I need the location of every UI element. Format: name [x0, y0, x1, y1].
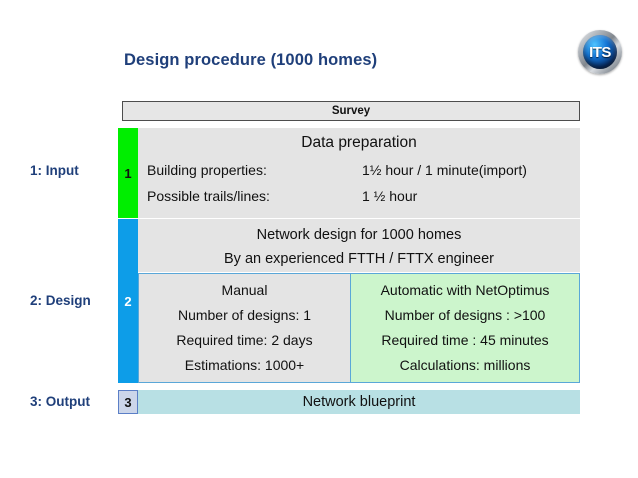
column-line: Number of designs : >100 [384, 307, 546, 323]
column-line: Estimations: 1000+ [184, 357, 305, 373]
input-heading: Data preparation [301, 134, 417, 151]
column-line: Calculations: millions [399, 357, 531, 373]
column-line: Required time: 2 days [176, 332, 313, 348]
survey-header-bar: Survey [122, 101, 580, 121]
logo-text: ITS [589, 43, 611, 61]
input-row-value: 1½ hour / 1 minute(import) [362, 162, 527, 178]
column-title: Manual [221, 282, 268, 298]
design-header-line: Network design for 1000 homes [256, 227, 462, 243]
input-row-key: Building properties: [147, 162, 267, 178]
comparison-column-manual: Manual Number of designs: 1 Required tim… [138, 273, 350, 383]
its-logo: ITS [578, 30, 622, 74]
stage-label-design: 2: Design [30, 293, 91, 308]
page-title: Design procedure (1000 homes) [124, 51, 378, 69]
design-header-line: By an experienced FTTH / FTTX engineer [224, 251, 494, 267]
design-comparison: Manual Number of designs: 1 Required tim… [138, 273, 580, 383]
stage-label-input: 1: Input [30, 163, 79, 178]
input-panel: Data preparation Building properties: 1½… [138, 128, 580, 218]
output-panel: Network blueprint [138, 390, 580, 414]
column-title: Automatic with NetOptimus [380, 282, 550, 298]
comparison-column-netoptimus: Automatic with NetOptimus Number of desi… [350, 273, 580, 383]
output-label: Network blueprint [302, 394, 416, 410]
input-row: Building properties: 1½ hour / 1 minute(… [138, 162, 580, 188]
logo-sphere-icon [583, 35, 617, 69]
marker-chip-2: 2 [118, 219, 138, 383]
survey-label: Survey [331, 105, 371, 117]
input-row-value: 1 ½ hour [362, 188, 418, 204]
design-header-panel: Network design for 1000 homes By an expe… [138, 219, 580, 272]
stage-label-output: 3: Output [30, 394, 90, 409]
column-line: Required time : 45 minutes [381, 332, 549, 348]
marker-chip-1: 1 [118, 128, 138, 218]
input-row: Possible trails/lines: 1 ½ hour [138, 188, 580, 214]
column-line: Number of designs: 1 [177, 307, 312, 323]
marker-chip-3: 3 [118, 390, 138, 414]
input-row-key: Possible trails/lines: [147, 188, 270, 204]
